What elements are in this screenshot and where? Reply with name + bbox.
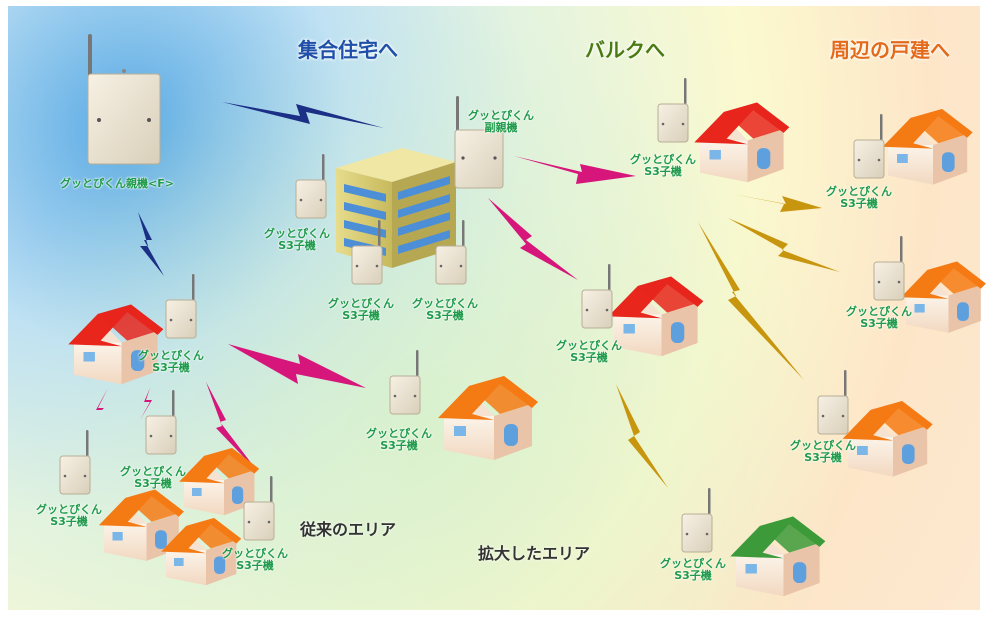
child-unit [165, 274, 197, 339]
house-icon [900, 261, 986, 333]
child-unit [581, 264, 613, 329]
bolt-bulk-to-house-2 [728, 218, 840, 272]
child-unit [295, 154, 327, 219]
child-unit [389, 350, 421, 415]
bolt-left-house-to-center [228, 344, 366, 388]
child-unit [817, 370, 849, 435]
child-label-line2: S3子機 [152, 361, 190, 374]
child-label-line1: グッとぴくん [222, 547, 288, 560]
house-icon [694, 102, 790, 183]
sub-parent-label-line2: 副親機 [484, 121, 518, 134]
bolt-house-to-green-house [616, 384, 668, 488]
child-unit [59, 430, 91, 495]
heading-detached: 周辺の戸建へ [830, 38, 950, 62]
sub-parent-label: グッとぴくん 副親機 [468, 110, 534, 134]
child-label-line2: S3子機 [860, 317, 898, 330]
house-icon [68, 304, 164, 385]
child-label-line1: グッとぴくん [328, 297, 394, 310]
child-unit [435, 220, 467, 285]
child-label-line1: グッとぴくん [630, 153, 696, 166]
house-icon [438, 376, 538, 460]
heading-bulk: バルクへ [585, 38, 665, 62]
child-unit [657, 78, 689, 143]
sub-parent-unit [454, 96, 504, 189]
houses-layer [68, 102, 986, 597]
child-label-line1: グッとぴくん [790, 439, 856, 452]
house-icon [730, 516, 826, 597]
house-icon [608, 276, 704, 357]
child-label-line2: S3子機 [278, 239, 316, 252]
apartment-building [336, 148, 456, 268]
child-unit [145, 390, 177, 455]
child-label-line1: グッとぴくん [264, 227, 330, 240]
child-label-line2: S3子機 [804, 451, 842, 464]
child-label-line2: S3子機 [380, 439, 418, 452]
label-conventional-area: 従来のエリア [300, 520, 397, 539]
child-label-line1: グッとぴくん [412, 297, 478, 310]
child-label-line2: S3子機 [236, 559, 274, 572]
child-label-line1: グッとぴくん [556, 339, 622, 352]
house-icon [842, 401, 933, 477]
house-icon [98, 489, 184, 561]
child-units-layer [59, 78, 905, 553]
house-icon [882, 109, 973, 185]
label-expanded-area: 拡大したエリア [478, 544, 591, 563]
bolt-parent-to-house [138, 212, 164, 276]
bolt-subparent-to-house [488, 198, 578, 280]
child-unit [681, 488, 713, 553]
child-label-line1: グッとぴくん [138, 349, 204, 362]
child-label-line1: グッとぴくん [36, 503, 102, 516]
bolt-bulk-to-house-1 [732, 194, 822, 212]
parent-unit [87, 34, 161, 165]
child-label-line2: S3子機 [342, 309, 380, 322]
child-unit [351, 220, 383, 285]
child-label-line1: グッとぴくん [660, 557, 726, 570]
parent-unit-label: グッとぴくん親機<F> [60, 177, 174, 190]
sub-parent-label-line1: グッとぴくん [468, 109, 534, 122]
heading-apartments: 集合住宅へ [298, 38, 398, 62]
child-label-line2: S3子機 [674, 569, 712, 582]
child-unit [243, 476, 275, 541]
child-unit [853, 114, 885, 179]
child-unit [873, 236, 905, 301]
bolt-subparent-to-bulk [514, 156, 636, 184]
child-label-line2: S3子機 [50, 515, 88, 528]
child-label-line1: グッとぴくん [120, 465, 186, 478]
child-label-line2: S3子機 [426, 309, 464, 322]
child-label-line2: S3子機 [840, 197, 878, 210]
child-label-line2: S3子機 [134, 477, 172, 490]
bolt-parent-to-building [222, 102, 384, 128]
child-label-line2: S3子機 [644, 165, 682, 178]
child-label-line1: グッとぴくん [826, 185, 892, 198]
child-label-line1: グッとぴくん [366, 427, 432, 440]
child-label-line2: S3子機 [570, 351, 608, 364]
child-label-line1: グッとぴくん [846, 305, 912, 318]
house-icon [161, 518, 242, 586]
